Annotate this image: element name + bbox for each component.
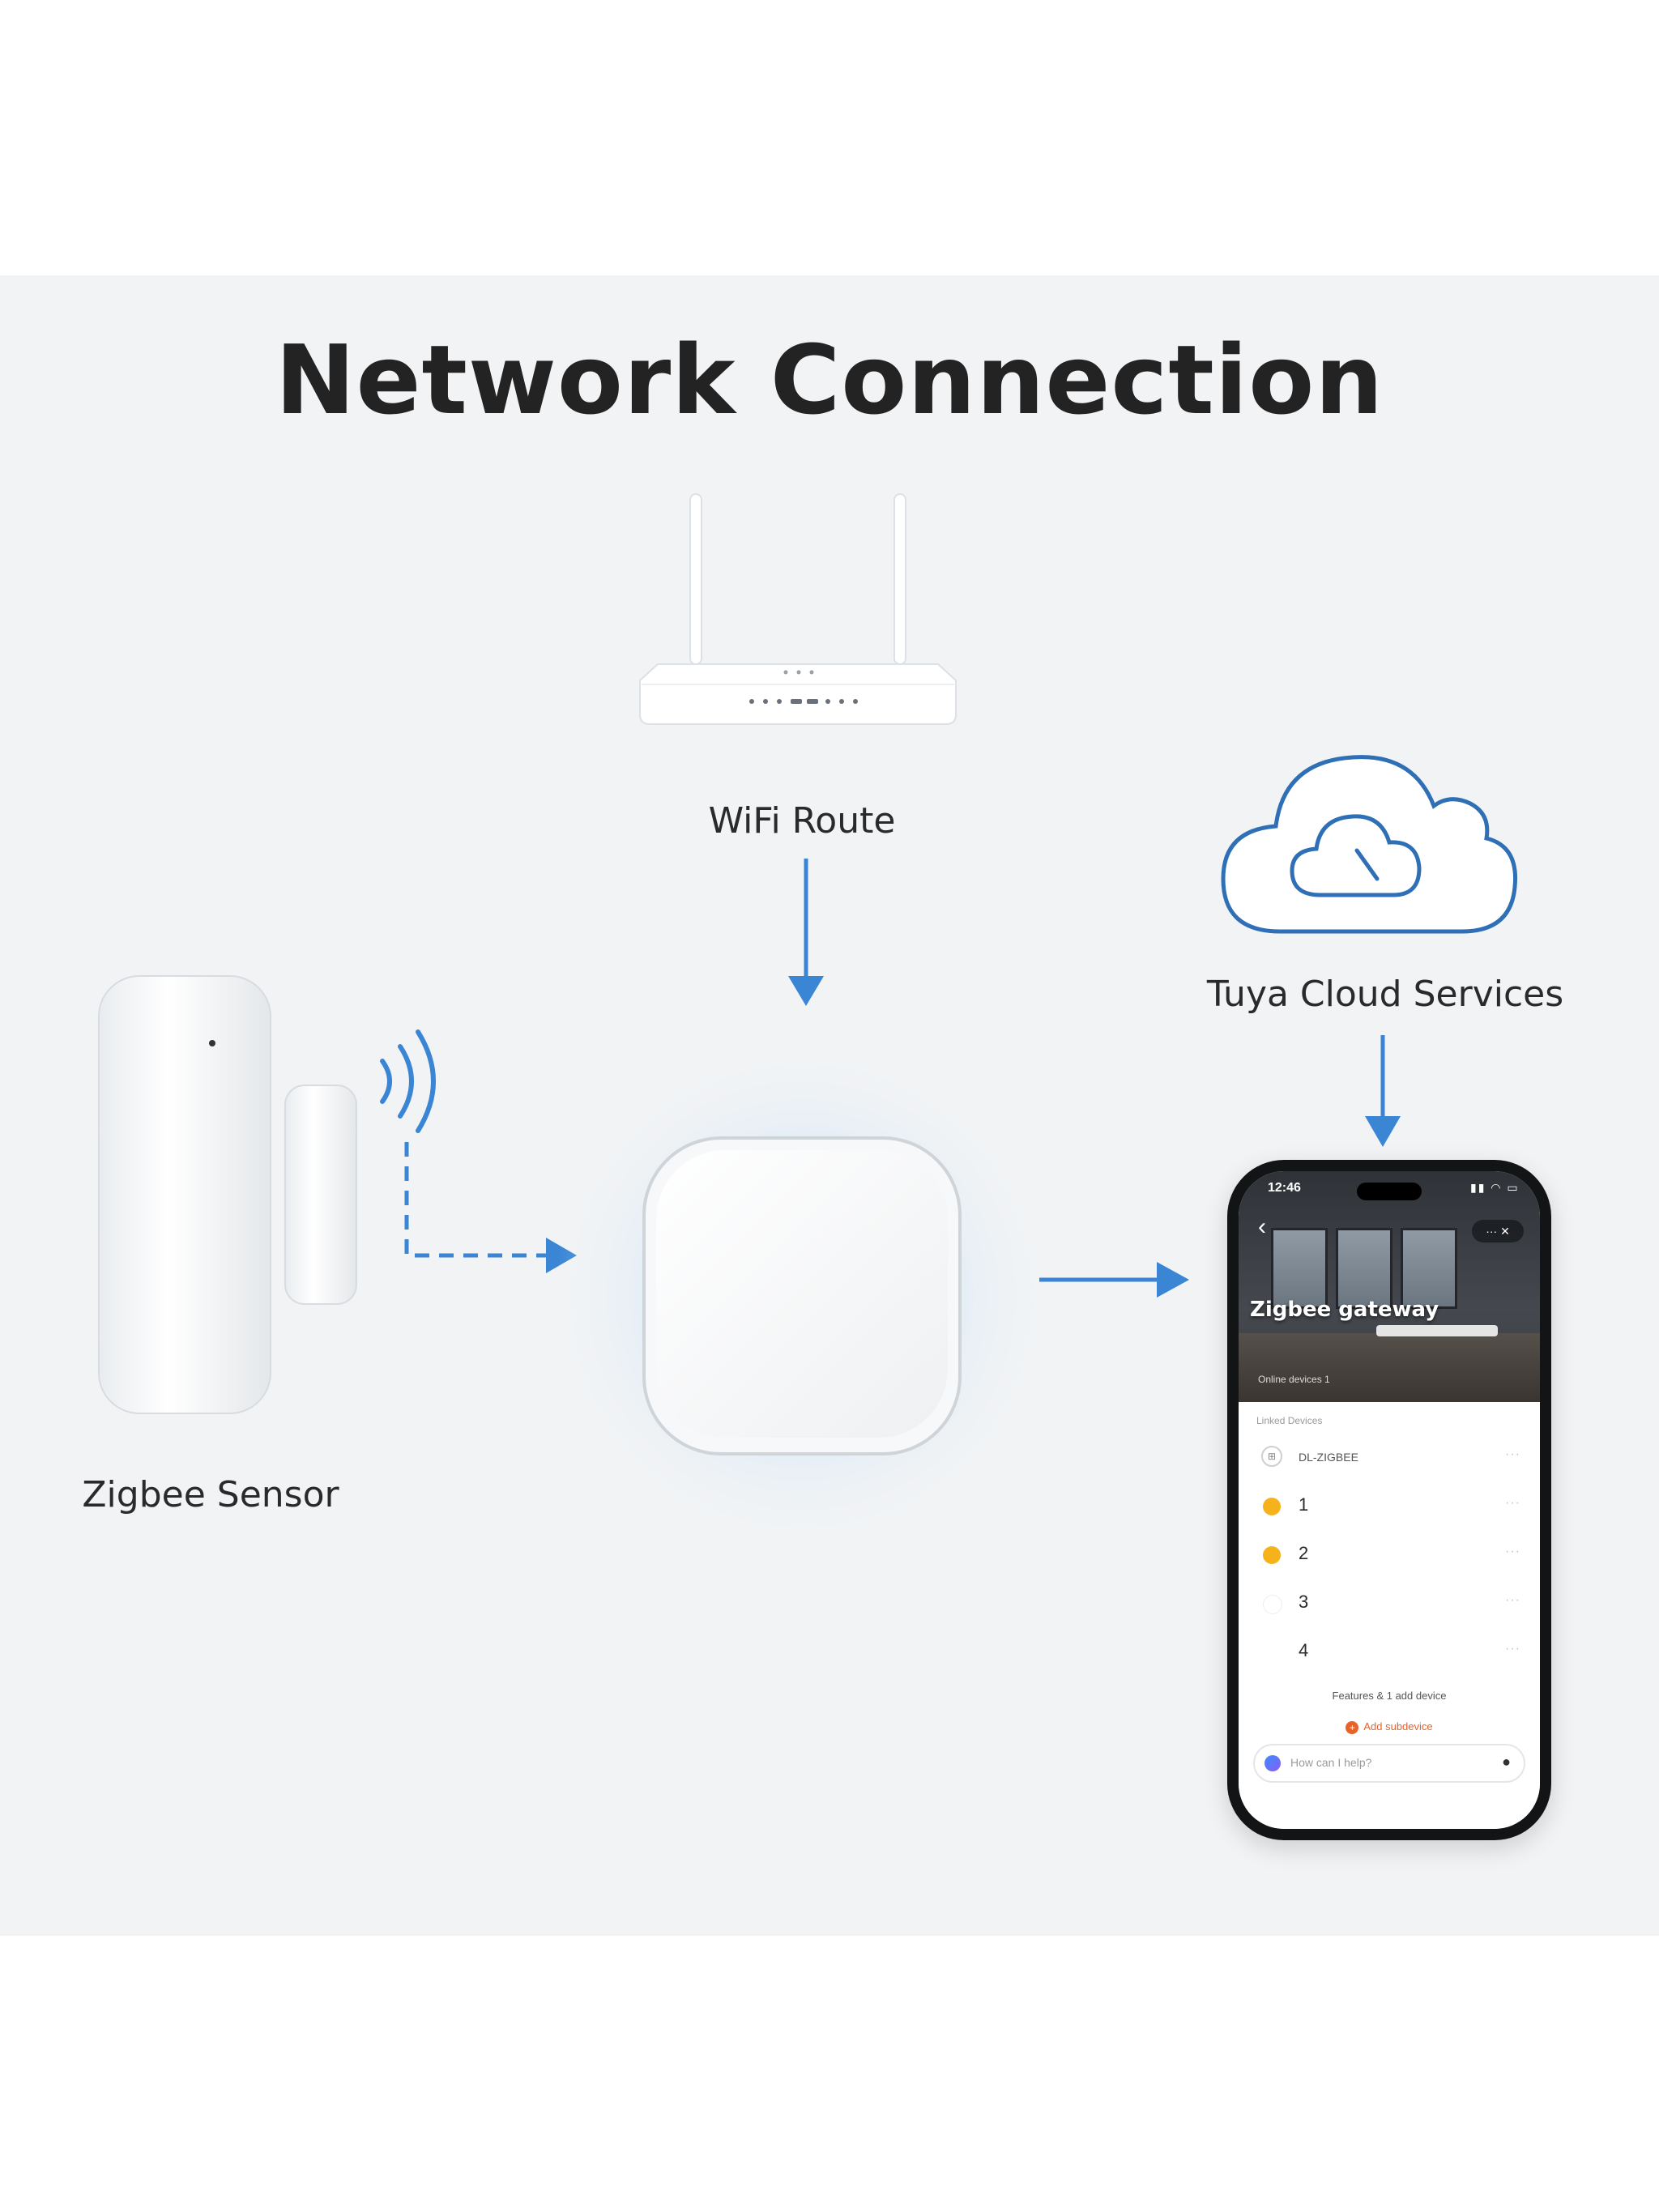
status-dot	[1263, 1546, 1281, 1564]
app-hero: 12:46 ▮▮ ◠ ▭ ‹ ··· ✕ Zigbee gateway Onli…	[1239, 1171, 1540, 1402]
add-icon: +	[1346, 1720, 1359, 1734]
zigbee-gateway-hub-icon	[555, 1049, 1049, 1543]
assistant-input[interactable]: How can I help? ●	[1253, 1744, 1525, 1783]
device-name: DL-ZIGBEE	[1299, 1451, 1358, 1464]
status-icons: ▮▮ ◠ ▭	[1470, 1181, 1520, 1194]
hub-to-phone-arrow	[1039, 1262, 1189, 1298]
router-to-hub-arrow	[788, 859, 824, 1006]
list-item[interactable]: 4 ···	[1239, 1629, 1540, 1676]
diagram-panel: Network Connection WiFi Route Tuya Cloud…	[0, 275, 1659, 1936]
list-item[interactable]: 3 ···	[1239, 1580, 1540, 1627]
add-subdevice-label: Add subdevice	[1363, 1720, 1433, 1733]
online-devices-count: Online devices 1	[1258, 1374, 1330, 1385]
diagram-title: Network Connection	[275, 324, 1384, 436]
assistant-icon	[1265, 1755, 1281, 1771]
hero-window	[1271, 1228, 1328, 1309]
status-dot	[1263, 1643, 1281, 1661]
more-icon[interactable]: ···	[1505, 1447, 1520, 1461]
assistant-placeholder: How can I help?	[1290, 1756, 1372, 1769]
section-label: Linked Devices	[1256, 1415, 1323, 1426]
add-subdevice-link[interactable]: + Add subdevice	[1239, 1720, 1540, 1734]
wifi-router-icon	[639, 493, 957, 725]
hero-table	[1376, 1325, 1498, 1336]
zigbee-sensor-label: Zigbee Sensor	[82, 1474, 339, 1515]
hero-window	[1336, 1228, 1392, 1309]
smartphone: 12:46 ▮▮ ◠ ▭ ‹ ··· ✕ Zigbee gateway Onli…	[1227, 1160, 1551, 1840]
back-icon[interactable]: ‹	[1258, 1213, 1266, 1240]
hero-window	[1401, 1228, 1457, 1309]
phone-screen: 12:46 ▮▮ ◠ ▭ ‹ ··· ✕ Zigbee gateway Onli…	[1239, 1171, 1540, 1829]
cloud-icon	[1221, 755, 1518, 934]
status-dot	[1263, 1595, 1282, 1614]
status-dot	[1263, 1498, 1281, 1515]
phone-notch	[1357, 1183, 1422, 1200]
item-label: 1	[1299, 1494, 1309, 1515]
list-item[interactable]: 2 ···	[1239, 1532, 1540, 1579]
cloud-label: Tuya Cloud Services	[1206, 974, 1564, 1015]
item-label: 2	[1299, 1543, 1309, 1563]
mic-icon[interactable]: ●	[1502, 1754, 1511, 1770]
more-icon[interactable]: ···	[1505, 1593, 1520, 1607]
item-label: 4	[1299, 1640, 1309, 1660]
item-label: 3	[1299, 1592, 1309, 1612]
hero-floor	[1239, 1333, 1540, 1402]
screen-title: Zigbee gateway	[1250, 1298, 1439, 1322]
more-icon[interactable]: ···	[1505, 1496, 1520, 1510]
signal-waves-icon	[380, 1029, 436, 1133]
list-item[interactable]: 1 ···	[1239, 1483, 1540, 1530]
list-item[interactable]: ⊞ DL-ZIGBEE ···	[1239, 1434, 1540, 1481]
cloud-to-phone-arrow	[1365, 1035, 1401, 1147]
footer-text: Features & 1 add device	[1332, 1690, 1447, 1702]
more-icon[interactable]: ···	[1505, 1545, 1520, 1558]
device-icon: ⊞	[1261, 1446, 1282, 1467]
door-window-sensor-icon	[98, 975, 357, 1414]
device-list-card: Linked Devices ⊞ DL-ZIGBEE ··· 1 ··· 2 ·…	[1239, 1402, 1540, 1829]
wifi-router-label: WiFi Route	[708, 800, 896, 842]
more-icon[interactable]: ···	[1505, 1642, 1520, 1656]
more-menu-button[interactable]: ··· ✕	[1472, 1220, 1524, 1242]
status-time: 12:46	[1268, 1181, 1301, 1195]
